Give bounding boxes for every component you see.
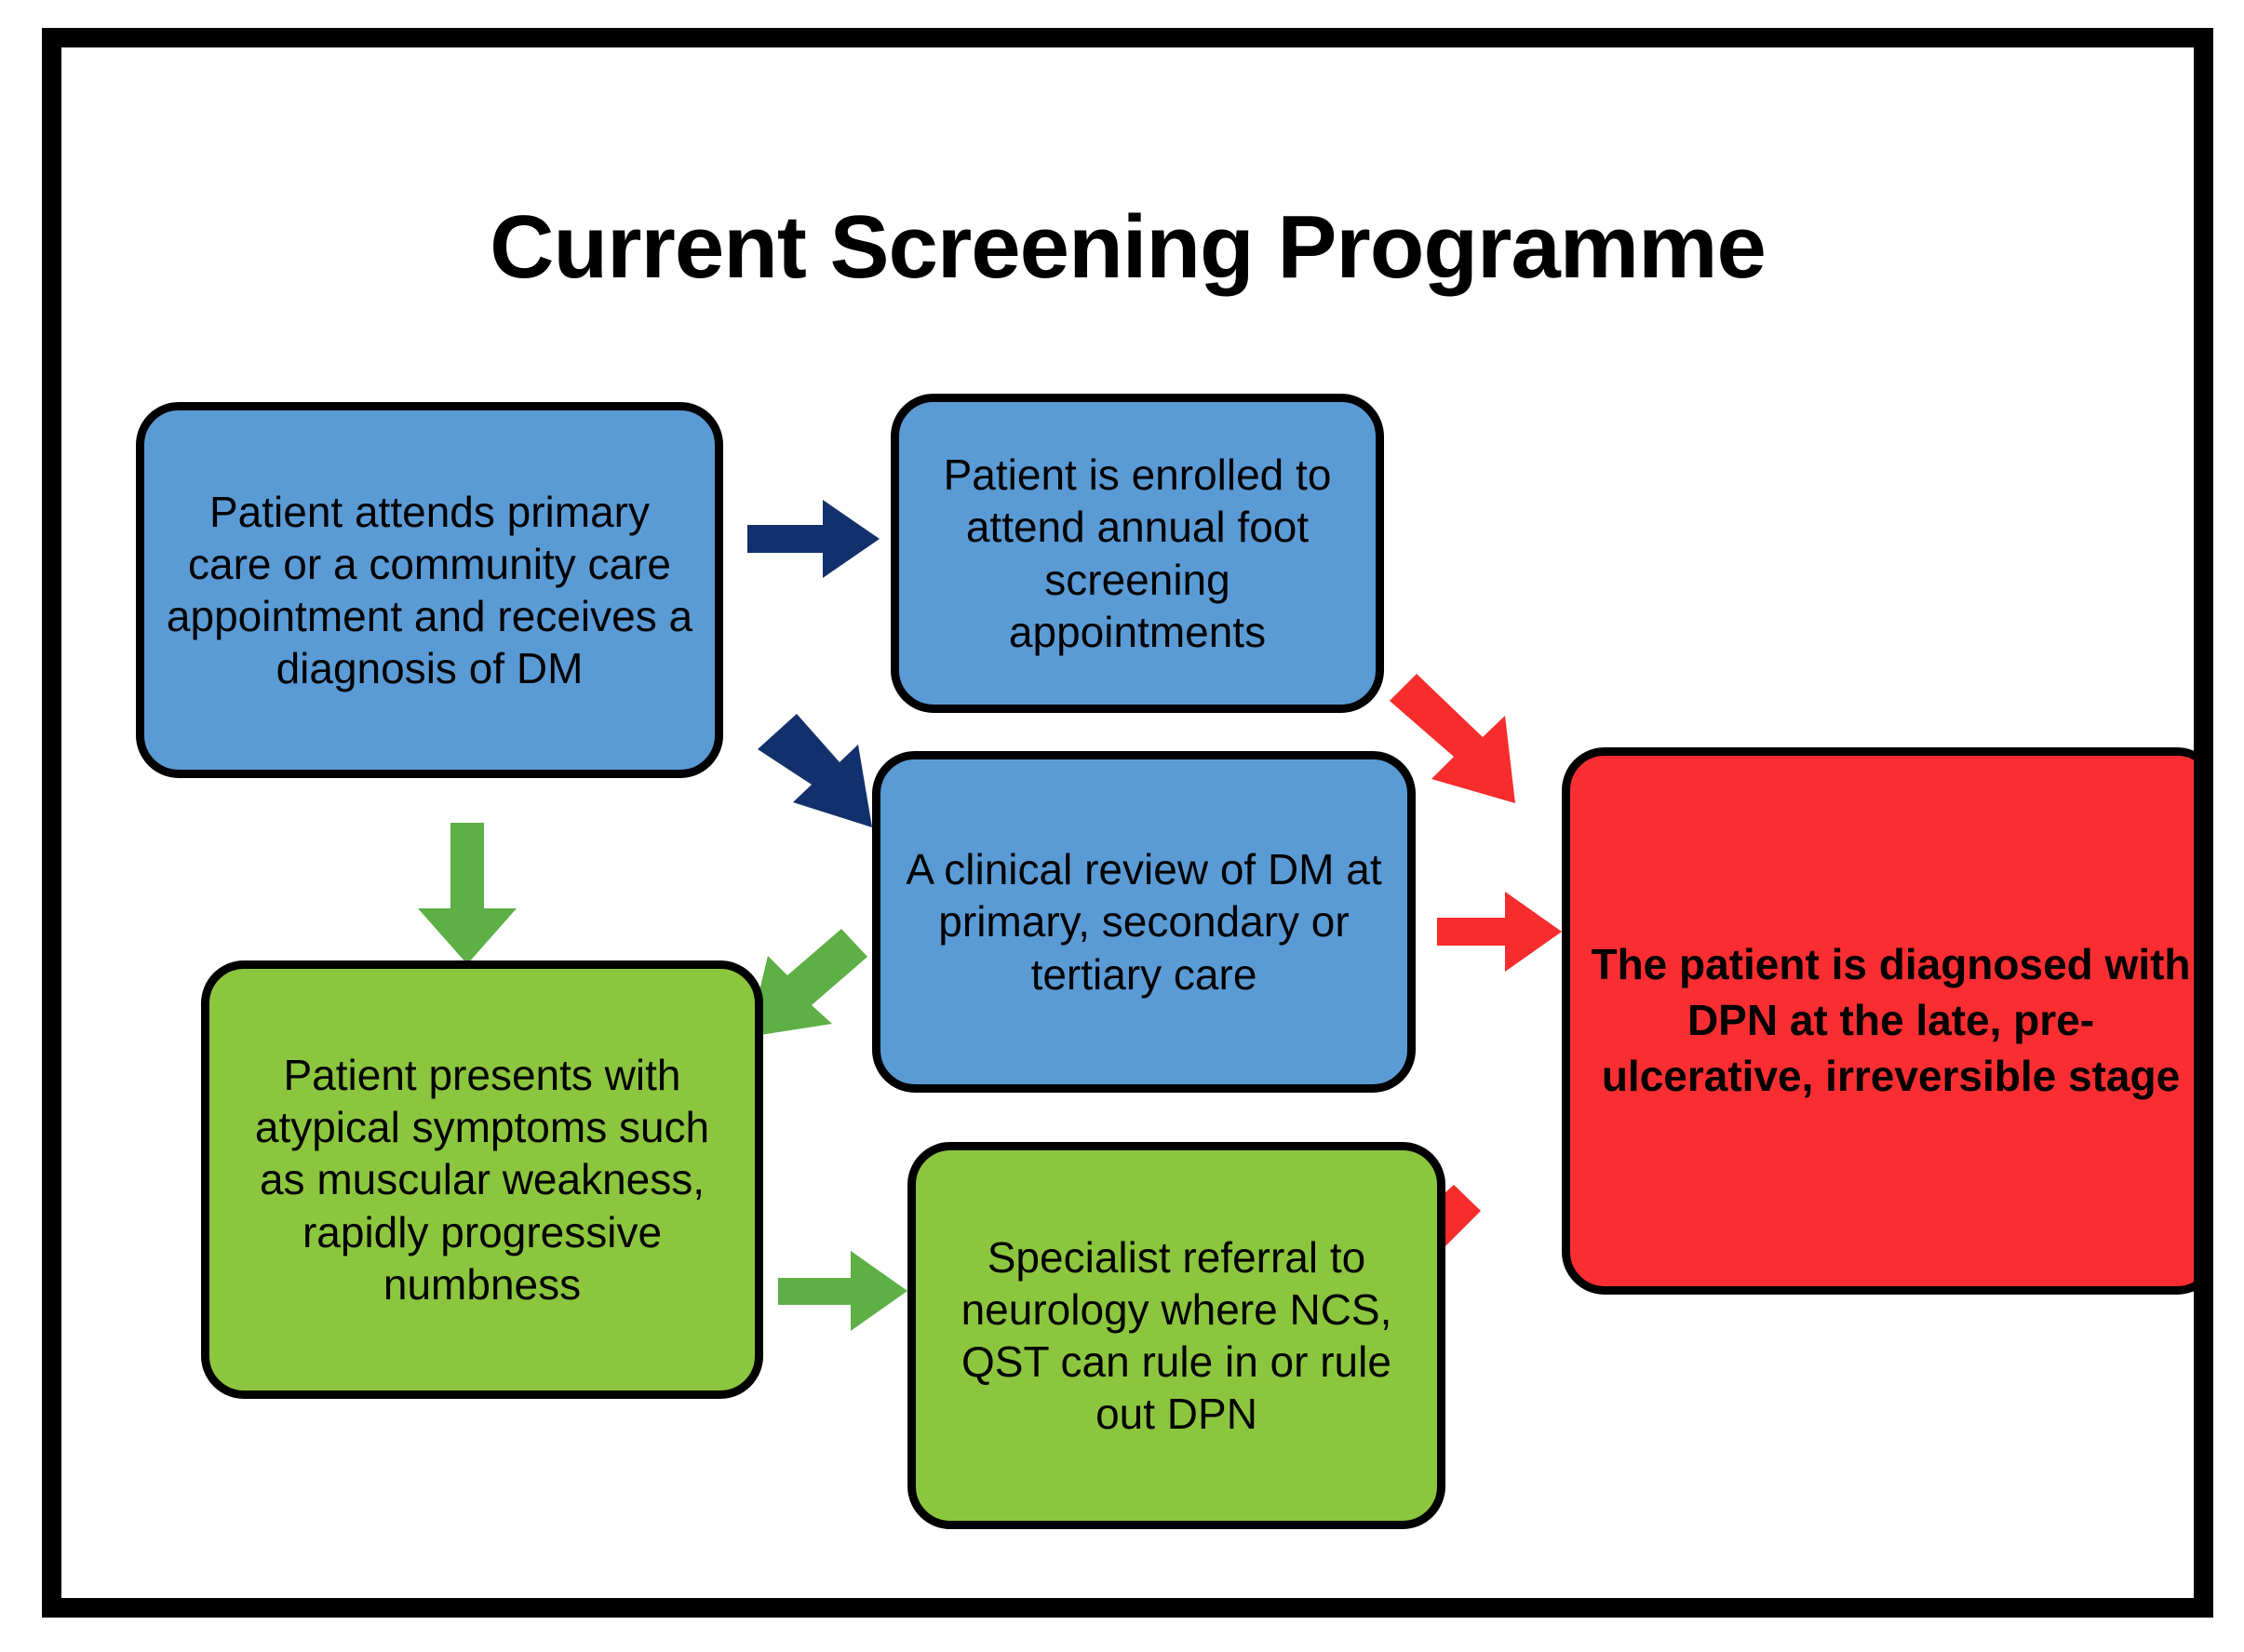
arrow-clinical-review-to-atypical-symptoms [748, 929, 867, 1037]
poster-frame: Current Screening Programme [42, 28, 2213, 1618]
arrow-layer [418, 500, 1562, 1331]
page-title: Current Screening Programme [490, 197, 1767, 297]
node-atypical-symptoms[interactable]: Patient presents with atypical symptoms … [201, 960, 763, 1399]
node-late-diagnosis-label: The patient is diagnosed with DPN at the… [1591, 940, 2191, 1100]
node-specialist-referral-label: Specialist referral to neurology where N… [961, 1232, 1392, 1439]
node-atypical-symptoms-label: Patient presents with atypical symptoms … [254, 1051, 710, 1309]
arrow-dm-to-clinical-review [758, 714, 872, 827]
node-annual-screening[interactable]: Patient is enrolled to attend annual foo… [891, 394, 1384, 713]
node-late-diagnosis[interactable]: The patient is diagnosed with DPN at the… [1562, 747, 2194, 1295]
node-clinical-review[interactable]: A clinical review of DM at primary, seco… [872, 751, 1416, 1093]
arrow-annual-screening-to-late-diagnosis [1390, 674, 1515, 803]
node-dm-diagnosis[interactable]: Patient attends primary care or a commun… [136, 402, 723, 778]
diagram-canvas: Current Screening Programme [61, 47, 2194, 1598]
arrow-atypical-symptoms-to-specialist-referral [778, 1251, 907, 1331]
node-clinical-review-label: A clinical review of DM at primary, seco… [906, 845, 1382, 999]
node-specialist-referral[interactable]: Specialist referral to neurology where N… [907, 1142, 1445, 1529]
node-annual-screening-label: Patient is enrolled to attend annual foo… [943, 450, 1332, 656]
arrow-clinical-review-to-late-diagnosis [1437, 892, 1562, 972]
arrow-dm-to-atypical-symptoms [418, 823, 517, 964]
node-dm-diagnosis-label: Patient attends primary care or a commun… [166, 487, 693, 693]
arrow-dm-to-annual-screening [747, 500, 880, 578]
